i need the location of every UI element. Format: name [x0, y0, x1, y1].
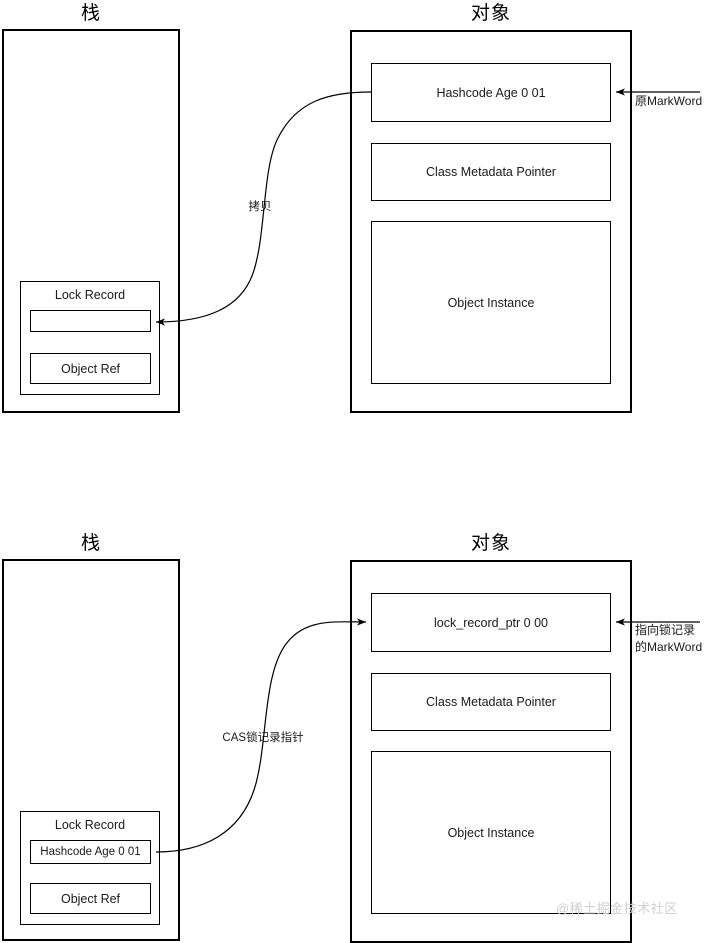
upper-object-classmeta-row: Class Metadata Pointer [371, 143, 611, 201]
lower-edge-label: CAS锁记录指针 [222, 732, 304, 744]
upper-stack-title: 栈 [80, 3, 101, 24]
lower-object-classmeta-row: Class Metadata Pointer [371, 673, 611, 731]
upper-object-instance-row: Object Instance [371, 221, 611, 384]
watermark: @稀土掘金技术社区 [556, 901, 678, 916]
lower-lock-record-objectref-value: Object Ref [60, 891, 121, 906]
upper-edge-label: 拷贝 [248, 201, 272, 213]
lower-object-markword-row: lock_record_ptr 0 00 [371, 593, 611, 652]
lower-object-markword-label: lock_record_ptr 0 00 [434, 615, 548, 630]
lower-object-title: 对象 [470, 533, 511, 554]
upper-lock-record-markword-slot [30, 310, 151, 332]
lower-lock-record-title: Lock Record [54, 818, 126, 832]
upper-lock-record-objectref-slot: Object Ref [30, 353, 151, 384]
upper-object-classmeta-label: Class Metadata Pointer [426, 165, 556, 179]
lower-lock-record-objectref-slot: Object Ref [30, 883, 151, 914]
lower-lock-record-markword-value: Hashcode Age 0 01 [40, 846, 141, 858]
lower-stack-title: 栈 [80, 533, 101, 554]
lower-markword-side-label-line1: 指向锁记录 [635, 623, 696, 637]
upper-object-markword-row: Hashcode Age 0 01 [371, 63, 611, 122]
upper-markword-side-label: 原MarkWord [635, 94, 703, 108]
lower-object-classmeta-label: Class Metadata Pointer [426, 695, 556, 709]
lower-lock-record-markword-slot: Hashcode Age 0 01 [30, 840, 151, 864]
lower-object-instance-label: Object Instance [447, 825, 535, 840]
lower-object-instance-row: Object Instance [371, 751, 611, 914]
upper-lock-record-objectref-value: Object Ref [60, 361, 121, 376]
upper-object-title: 对象 [470, 3, 511, 24]
upper-object-markword-label: Hashcode Age 0 01 [436, 85, 546, 100]
upper-lock-record-title: Lock Record [54, 288, 126, 302]
upper-object-instance-label: Object Instance [447, 295, 535, 310]
lower-markword-side-label: 指向锁记录 的MarkWord [635, 622, 702, 656]
lower-markword-side-label-line2: 的MarkWord [635, 640, 703, 654]
